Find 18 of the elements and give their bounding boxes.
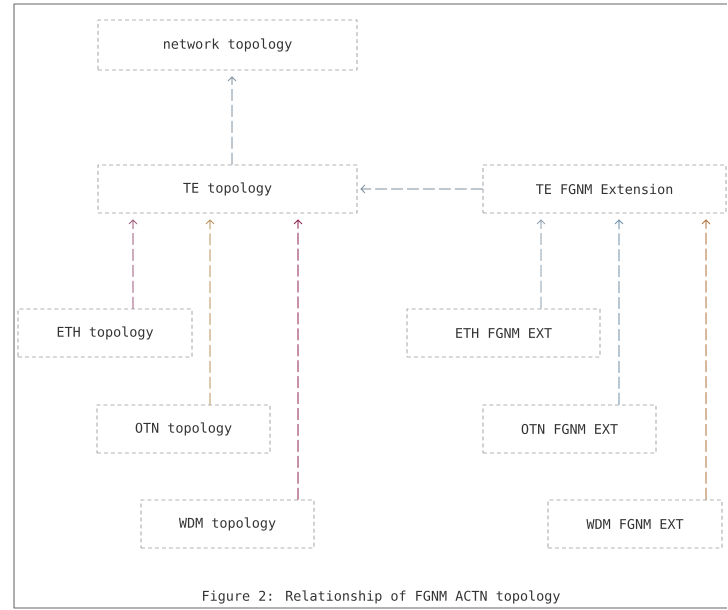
arrow — [702, 219, 710, 500]
arrow — [294, 219, 302, 500]
arrow — [128, 219, 138, 310]
topology-box: OTN FGNM EXT — [482, 404, 656, 454]
arrow — [206, 219, 214, 406]
topology-box: OTN topology — [96, 404, 270, 454]
arrow — [360, 184, 484, 194]
topology-box: TE FGNM Extension — [482, 164, 726, 214]
topology-box: WDM FGNM EXT — [548, 500, 722, 548]
arrow — [228, 76, 236, 166]
topology-box: ETH topology — [18, 308, 192, 358]
arrow — [536, 219, 546, 310]
topology-box: WDM topology — [140, 500, 314, 548]
arrow — [614, 219, 624, 406]
topology-box: TE topology — [98, 164, 358, 214]
caption: Figure 2: Relationship of FGNM ACTN topology — [203, 590, 560, 604]
topology-box: ETH FGNM EXT — [406, 308, 600, 358]
topology-box: network topology — [98, 20, 358, 70]
